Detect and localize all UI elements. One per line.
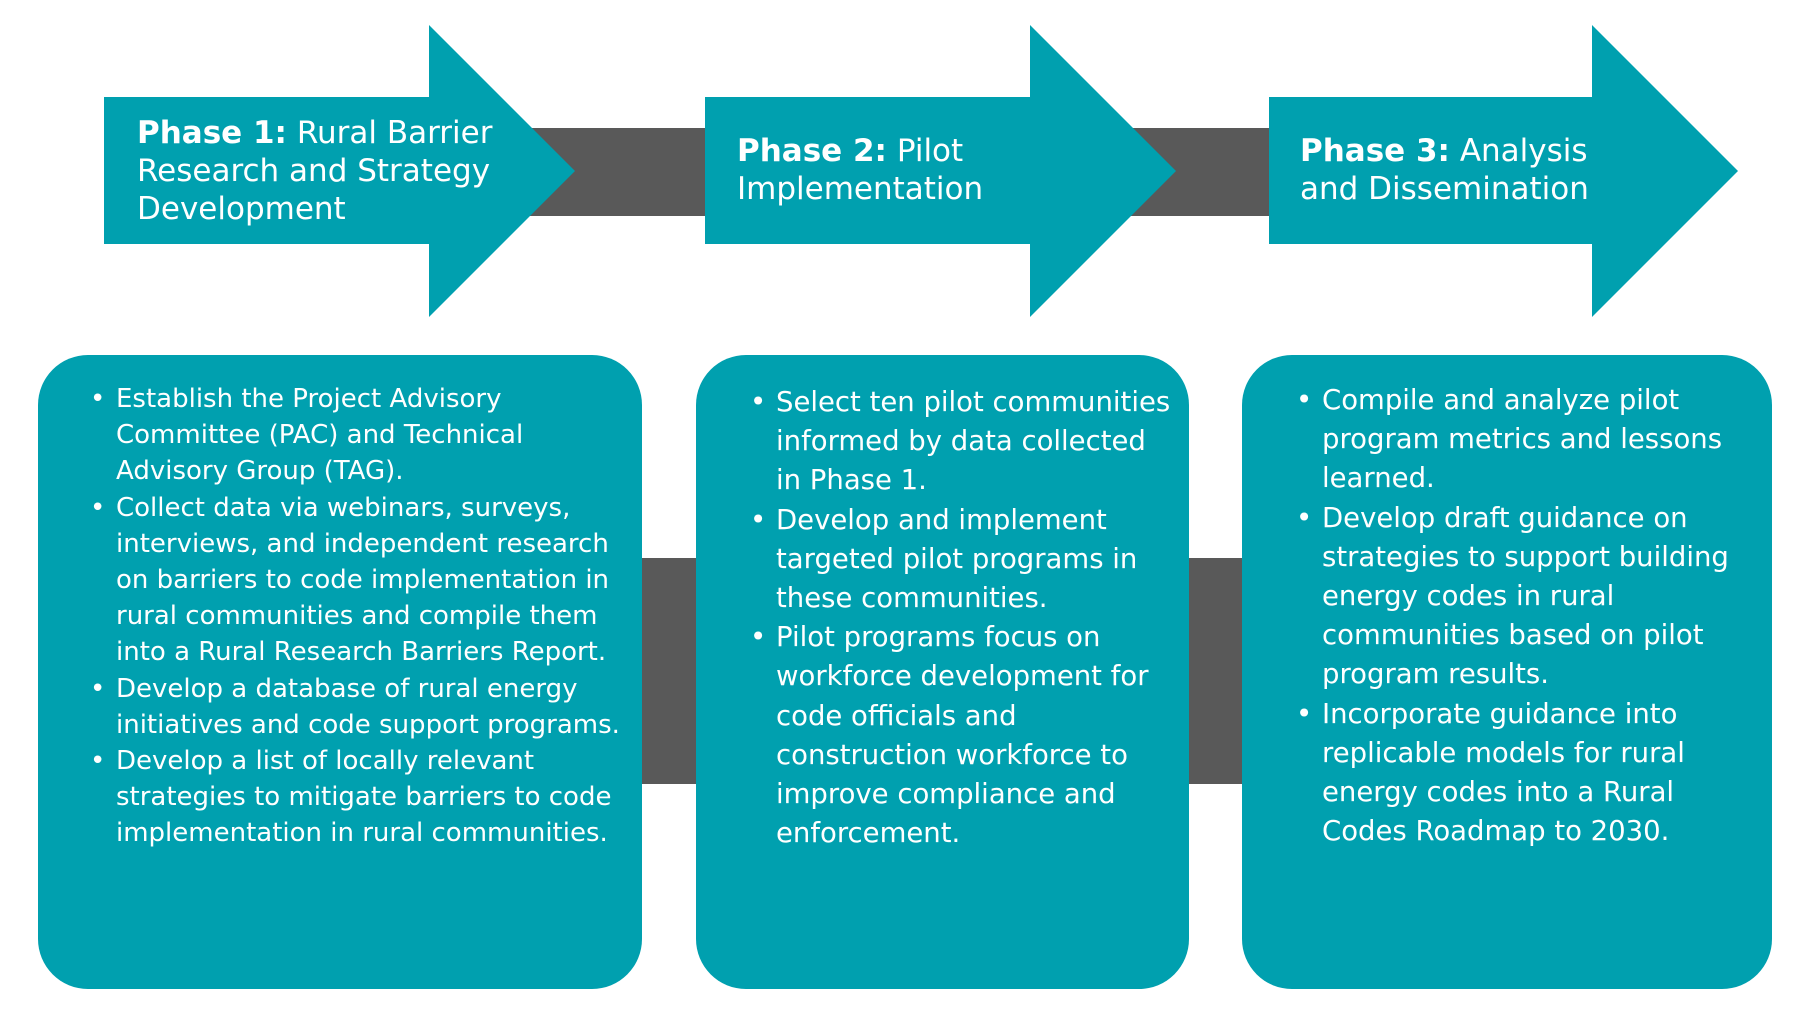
list-item: Develop a database of rural energy initi…	[90, 671, 624, 743]
list-item: Develop a list of locally relevant strat…	[90, 743, 624, 852]
phase-arrows	[104, 25, 1738, 317]
phase-2-title: Pilot Implementation	[737, 133, 984, 207]
phase-1-details: Establish the Project Advisory Committee…	[38, 355, 642, 989]
phase-2-list: Select ten pilot communities informed by…	[750, 383, 1175, 853]
phase-2-arrow	[705, 25, 1176, 317]
list-item: Pilot programs focus on workforce develo…	[750, 618, 1175, 853]
list-item: Establish the Project Advisory Committee…	[90, 381, 624, 490]
phase-2-heading: Phase 2: Pilot Implementation	[737, 132, 1037, 208]
phase-1-heading: Phase 1: Rural Barrier Research and Stra…	[137, 114, 517, 228]
phase-3-title: Analysis and Dissemination	[1300, 133, 1589, 207]
phase-3-heading: Phase 3: Analysis and Dissemination	[1300, 132, 1650, 208]
phase-3-list: Compile and analyze pilot program metric…	[1296, 381, 1754, 851]
phase-3-label: Phase 3:	[1300, 133, 1450, 169]
list-item: Select ten pilot communities informed by…	[750, 383, 1175, 501]
list-item: Compile and analyze pilot program metric…	[1296, 381, 1754, 499]
phase-1-label: Phase 1:	[137, 115, 287, 151]
phase-2-label: Phase 2:	[737, 133, 887, 169]
list-item: Collect data via webinars, surveys, inte…	[90, 490, 624, 671]
phase-3-details: Compile and analyze pilot program metric…	[1242, 355, 1772, 989]
list-item: Incorporate guidance into replicable mod…	[1296, 695, 1754, 852]
list-item: Develop draft guidance on strategies to …	[1296, 499, 1754, 695]
list-item: Develop and implement targeted pilot pro…	[750, 501, 1175, 619]
phase-1-arrow	[104, 25, 575, 317]
phase-1-title: Rural Barrier Research and Strategy Deve…	[137, 115, 493, 227]
phase-2-details: Select ten pilot communities informed by…	[696, 355, 1189, 989]
phase-3-arrow	[1269, 25, 1738, 317]
phase-1-list: Establish the Project Advisory Committee…	[90, 381, 624, 852]
